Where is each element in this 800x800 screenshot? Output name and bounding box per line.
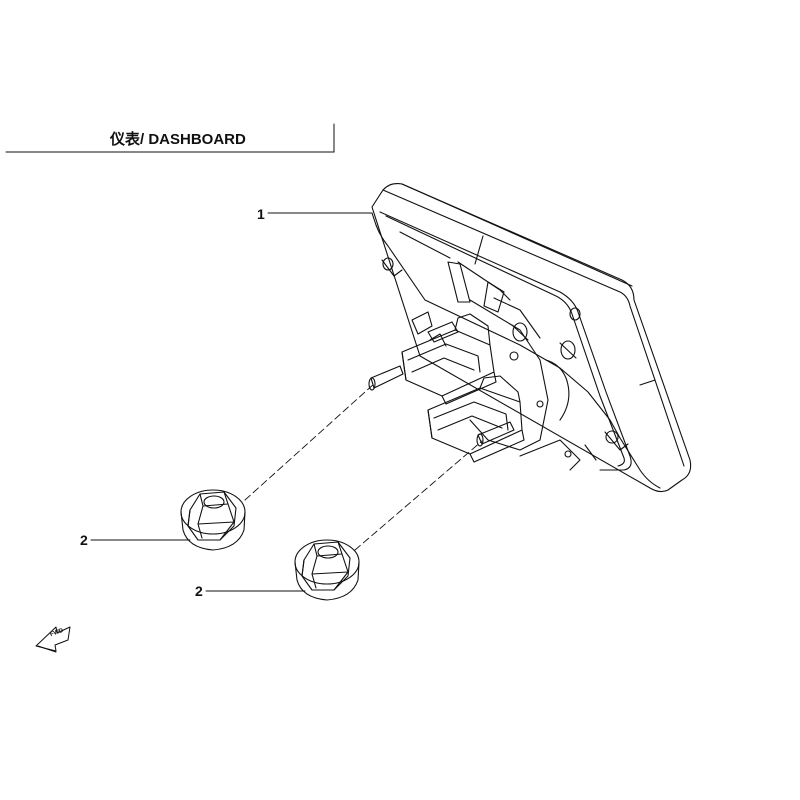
assembly-axis-lines [244, 382, 483, 551]
flange-nut-part-b [294, 539, 360, 601]
callout-number-part-1: 1 [257, 206, 265, 222]
fwd-arrow-icon [35, 626, 71, 653]
leader-lines [90, 212, 373, 592]
diagram-title: 仪表/ DASHBOARD [110, 131, 246, 148]
callout-number-part-2-lower: 2 [195, 583, 203, 599]
flange-nut-part-a [180, 489, 246, 551]
title-frame [5, 123, 335, 153]
dashboard-part [368, 183, 692, 493]
callout-number-part-2-upper: 2 [80, 532, 88, 548]
